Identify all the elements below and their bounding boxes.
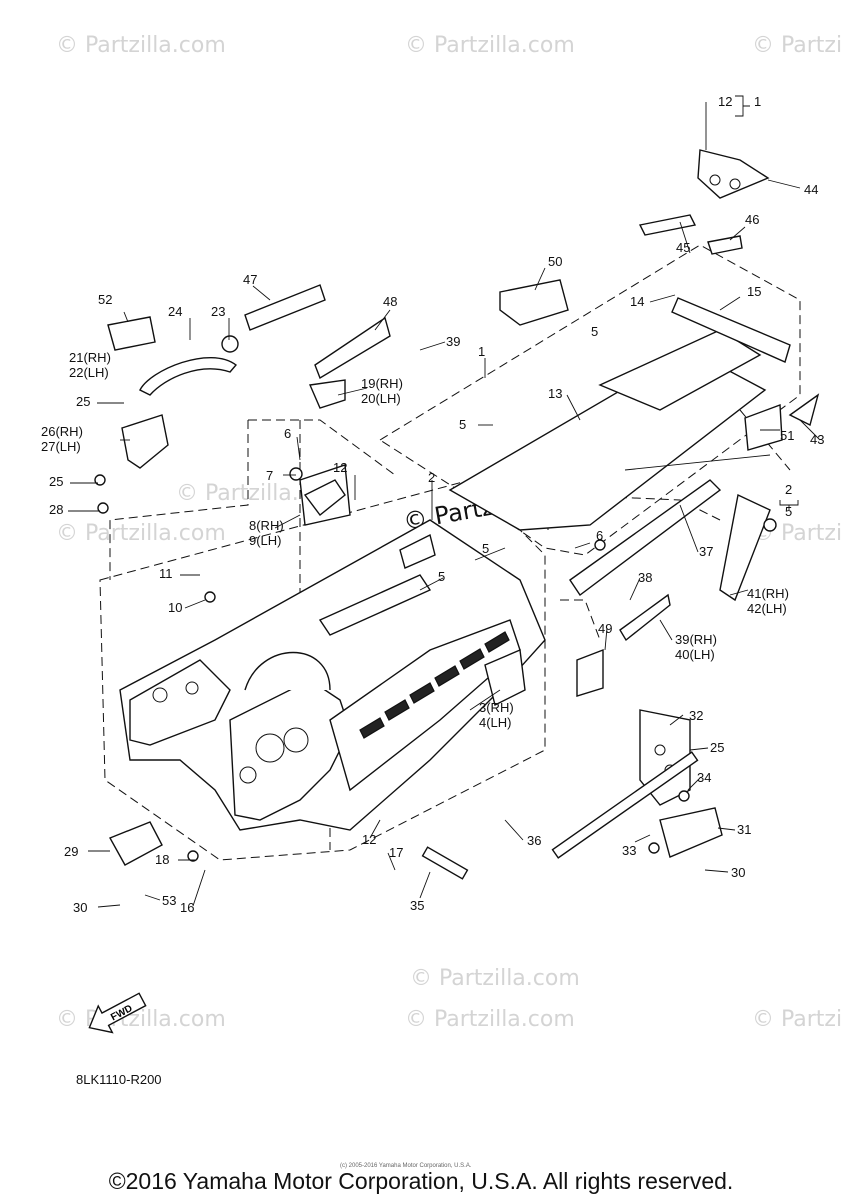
- seat-plate: [244, 149, 820, 697]
- callout-8-9: 8(RH)9(LH): [249, 518, 284, 548]
- callout-25: 25: [76, 394, 90, 409]
- callout-32: 32: [689, 708, 703, 723]
- watermark: © Partzilla.com: [405, 33, 575, 58]
- copyright-notice: ©2016 Yamaha Motor Corporation, U.S.A. A…: [108, 1168, 734, 1194]
- callout-30b: 30: [73, 900, 87, 915]
- callout-21-22: 21(RH)22(LH): [69, 350, 111, 380]
- callout-5c: 5: [785, 504, 792, 519]
- callout-24: 24: [168, 304, 182, 319]
- callout-38: 38: [638, 570, 652, 585]
- callout-12b: 12: [333, 460, 347, 475]
- callout-23: 23: [211, 304, 225, 319]
- hardware: [94, 316, 777, 880]
- callout-39: 39: [446, 334, 460, 349]
- watermark: © Partzilla.com: [56, 521, 226, 546]
- watermark: © Partzilla.com: [405, 1007, 575, 1032]
- callout-45: 45: [676, 240, 690, 255]
- callout-49: 49: [598, 621, 612, 636]
- fine-print: (c) 2005-2016 Yamaha Motor Corporation, …: [340, 1163, 472, 1169]
- callout-53: 53: [162, 893, 176, 908]
- callout-35: 35: [410, 898, 424, 913]
- callout-13: 13: [548, 386, 562, 401]
- callout-31: 31: [737, 822, 751, 837]
- callout-15: 15: [747, 284, 761, 299]
- callout-5: 5: [591, 324, 598, 339]
- watermark: © Partzilla.com: [56, 1007, 226, 1032]
- callout-6: 6: [284, 426, 291, 441]
- callout-18: 18: [155, 852, 169, 867]
- watermark: © Partzilla.com: [410, 966, 580, 991]
- callout-50: 50: [548, 254, 562, 269]
- callout-44: 44: [804, 182, 818, 197]
- callout-26-27: 26(RH)27(LH): [41, 424, 83, 454]
- callout-48: 48: [383, 294, 397, 309]
- callout-47: 47: [243, 272, 257, 287]
- callout-7: 7: [266, 468, 273, 483]
- callout-3-4: 3(RH)4(LH): [479, 700, 514, 730]
- callout-5b: 5: [459, 417, 466, 432]
- callout-labels: 12 1 44 46 45 50 47 52 15 14 48 24 23 5 …: [41, 94, 824, 915]
- callout-51: 51: [780, 428, 794, 443]
- callout-33: 33: [622, 843, 636, 858]
- watermark: © Partzilla.com: [752, 1007, 842, 1032]
- callout-28: 28: [49, 502, 63, 517]
- callout-43: 43: [810, 432, 824, 447]
- callout-36: 36: [527, 833, 541, 848]
- fwd-arrow-icon: [88, 992, 147, 1034]
- watermark: © Partzilla.com: [752, 33, 842, 58]
- callout-16: 16: [180, 900, 194, 915]
- frame-assembly: [119, 464, 546, 831]
- callout-39-40: 39(RH)40(LH): [675, 632, 717, 662]
- callout-25b: 25: [49, 474, 63, 489]
- callout-12c: 12: [362, 832, 376, 847]
- watermark: © Partzilla.com: [56, 33, 226, 58]
- callout-2: 2: [428, 470, 435, 485]
- callout-12: 12: [718, 94, 732, 109]
- callout-10: 10: [168, 600, 182, 615]
- callout-2b: 2: [785, 482, 792, 497]
- callout-19-20: 19(RH)20(LH): [361, 376, 403, 406]
- frame-cutouts: [359, 631, 510, 739]
- callout-11: 11: [159, 566, 173, 581]
- callout-41-42: 41(RH)42(LH): [747, 586, 789, 616]
- callout-5d: 5: [482, 541, 489, 556]
- diagram-code: 8LK1110-R200: [76, 1072, 162, 1087]
- callout-34: 34: [697, 770, 711, 785]
- callout-30: 30: [731, 865, 745, 880]
- callout-14: 14: [630, 294, 644, 309]
- callout-5e: 5: [438, 569, 445, 584]
- callout-1-main: 1: [478, 344, 485, 359]
- callout-17: 17: [389, 845, 403, 860]
- callout-1: 1: [754, 94, 761, 109]
- callout-52: 52: [98, 292, 112, 307]
- callout-25c: 25: [710, 740, 724, 755]
- leader-lines: [68, 102, 821, 908]
- callout-29: 29: [64, 844, 78, 859]
- callout-37: 37: [699, 544, 713, 559]
- callout-6b: 6: [596, 528, 603, 543]
- callout-46: 46: [745, 212, 759, 227]
